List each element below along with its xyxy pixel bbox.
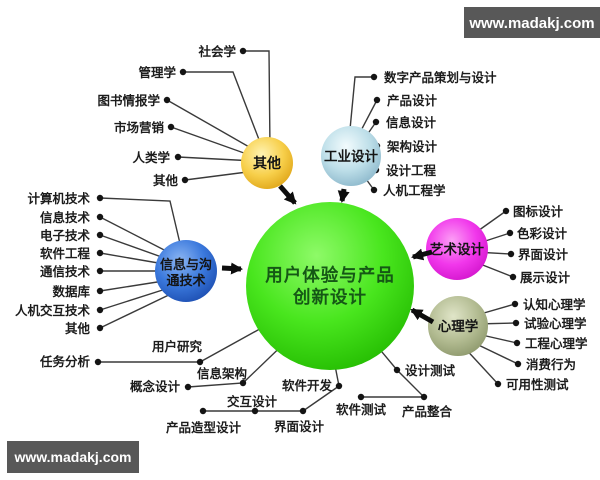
leaf-label: 人机工程学: [383, 183, 446, 198]
arrow-industrial-to-center: [337, 188, 350, 203]
leaf-label: 消费行为: [526, 357, 576, 372]
hub-industrial-label: 工业设计: [324, 148, 378, 164]
leaf-label: 产品设计: [387, 93, 438, 108]
leaf-label: 交互设计: [227, 394, 278, 409]
leaf-label: 设计工程: [386, 163, 437, 178]
arrow-ict-to-center: [221, 262, 243, 275]
leaf-label: 软件测试: [336, 402, 387, 417]
arrow-other-to-center: [278, 184, 297, 205]
leaf-label: 信息设计: [386, 115, 437, 130]
leaf-label: 管理学: [138, 65, 176, 80]
hub-ict-ball: [155, 240, 217, 302]
center-title-line1: 用户体验与产品: [265, 265, 395, 285]
hub-art-ball: [426, 218, 488, 280]
hub-other-ball: [241, 137, 293, 189]
leaf-label: 其他: [153, 173, 179, 188]
leaf-label: 图标设计: [513, 204, 564, 219]
leaf-label: 社会学: [197, 44, 236, 59]
hub-arrows: [221, 184, 435, 325]
leaf-label: 产品造型设计: [166, 420, 242, 435]
center-ball: [246, 202, 414, 370]
leaf-label: 认知心理学: [523, 297, 586, 312]
watermark-top-text: www.madakj.com: [468, 15, 594, 32]
watermark-top-right: www.madakj.com: [464, 7, 600, 38]
leaf-label: 数据库: [51, 284, 90, 299]
leaf-label: 色彩设计: [517, 226, 568, 241]
leaf-label: 任务分析: [39, 354, 91, 369]
leaf-label: 概念设计: [130, 379, 181, 394]
arrow-psych-to-center: [410, 307, 435, 325]
leaf-label: 通信技术: [40, 264, 91, 279]
leaf-label: 试验心理学: [524, 316, 587, 331]
leaf-label: 软件开发: [282, 378, 333, 393]
hub-psych-label: 心理学: [438, 318, 479, 334]
hub-other-label: 其他: [253, 155, 281, 171]
leaf-label: 可用性测试: [506, 377, 569, 392]
leaf-label: 信息架构: [197, 366, 247, 381]
leaf-label: 其他: [65, 321, 91, 336]
arrow-art-to-center: [411, 248, 433, 261]
leaf-label: 用户研究: [151, 339, 203, 354]
hub-psych-ball: [428, 296, 488, 356]
leaf-label: 架构设计: [386, 139, 438, 154]
leaf-label: 产品整合: [402, 404, 453, 419]
leaf-label: 人类学: [132, 150, 170, 165]
hub-ict-label-line1: 信息与沟: [160, 257, 212, 272]
hub-ict-label-line2: 通技术: [166, 273, 205, 288]
leaf-label: 设计测试: [405, 363, 456, 378]
watermark-bottom-left: www.madakj.com: [7, 441, 139, 473]
leaf-label: 人机交互技术: [15, 303, 91, 318]
hub-art-label: 艺术设计: [430, 241, 484, 257]
watermark-bottom-text: www.madakj.com: [14, 449, 132, 465]
center-title-line2: 创新设计: [292, 287, 367, 307]
leaf-label: 数字产品策划与设计: [383, 70, 497, 85]
leaf-label: 软件工程: [40, 246, 91, 261]
leaf-label: 展示设计: [520, 270, 571, 285]
hub-industrial-ball: [321, 126, 381, 186]
leaf-label: 市场营销: [114, 120, 165, 135]
leaf-label: 计算机技术: [27, 191, 90, 206]
leaf-label: 界面设计: [274, 419, 325, 434]
leaf-label: 信息技术: [40, 210, 91, 225]
leaf-label: 图书情报学: [97, 93, 160, 108]
leaf-label: 界面设计: [518, 247, 569, 262]
leaf-label: 电子技术: [40, 228, 91, 243]
leaf-label: 工程心理学: [525, 336, 588, 351]
